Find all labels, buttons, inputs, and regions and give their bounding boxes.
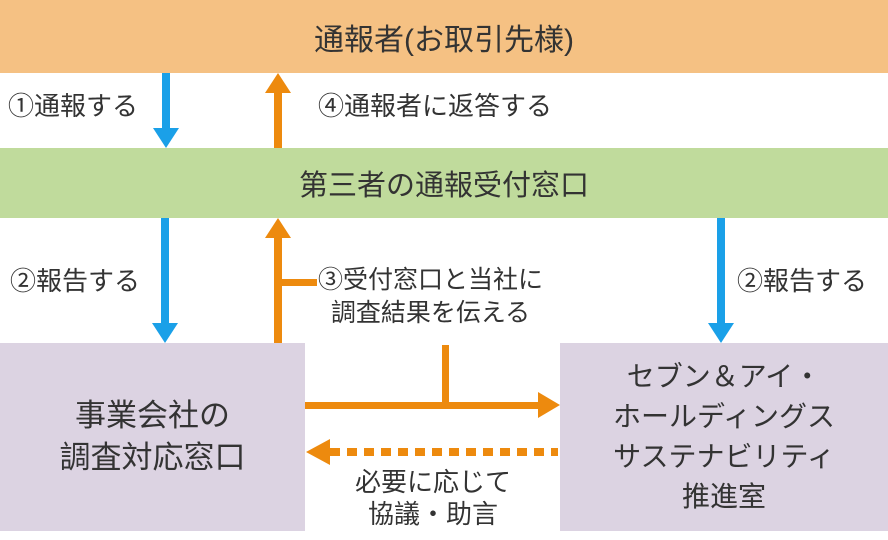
- arrow-results-up-icon: [265, 218, 291, 343]
- arrow-notify-left-down-icon: [152, 218, 178, 343]
- reporter-node-label: 通報者(お取引先様): [314, 23, 574, 57]
- arrow-results-right-head-icon: [538, 392, 560, 418]
- reception-desk-label: 第三者の通報受付窓口: [298, 170, 589, 202]
- reporter-node: 通報者(お取引先様): [0, 0, 888, 73]
- step3-branch-line: [274, 279, 317, 286]
- arrow-notify-right-down-icon: [708, 218, 734, 343]
- holdings-sustainability-node: セブン＆アイ・ ホールディングス サステナビリティ 推進室: [560, 343, 888, 531]
- arrow-report-down-icon: [153, 73, 179, 148]
- holdings-sustainability-label: セブン＆アイ・ ホールディングス サステナビリティ 推進室: [612, 361, 836, 512]
- label-step2-right: ②報告する: [737, 266, 868, 296]
- label-step1: ①通報する: [8, 91, 139, 121]
- operating-company-node: 事業会社の 調査対応窓口: [0, 343, 305, 531]
- step3-vertical-line: [442, 345, 449, 409]
- arrow-reply-up-icon: [265, 73, 291, 148]
- label-step2-left: ②報告する: [10, 266, 141, 296]
- arrow-results-right-shaft: [305, 402, 538, 409]
- arrow-consult-left-head-icon: [306, 439, 330, 465]
- label-step3: ③受付窓口と当社に 調査結果を伝える: [318, 266, 544, 327]
- operating-company-label: 事業会社の 調査対応窓口: [59, 398, 246, 475]
- reception-desk-node: 第三者の通報受付窓口: [0, 148, 888, 218]
- arrow-consult-dotted-shaft: [330, 448, 558, 456]
- label-step4: ④通報者に返答する: [318, 91, 553, 121]
- label-consultation: 必要に応じて 協議・助言: [355, 467, 512, 529]
